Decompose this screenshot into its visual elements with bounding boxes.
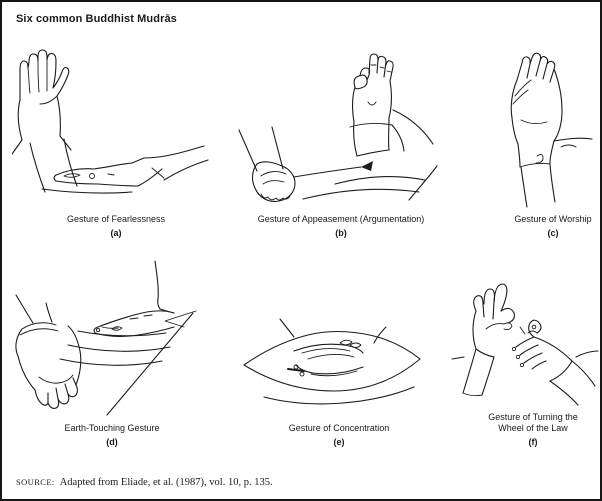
mudra-caption-letter: (a)	[110, 228, 122, 238]
mudra-caption-letter: (f)	[528, 437, 538, 447]
panel-caption-b: Gesture of Appeasement (Argumentation) (…	[231, 214, 451, 239]
source-label: SOURCE:	[16, 477, 55, 487]
mudra-caption-text: Gesture of Worship	[514, 214, 592, 224]
mudra-caption-letter: (d)	[106, 437, 118, 447]
panel-caption-f: Gesture of Turning the Wheel of the Law …	[463, 412, 600, 448]
mudra-caption-text: Gesture of Turning the Wheel of the Law	[488, 412, 578, 433]
resting-fist	[238, 126, 296, 202]
vitarka-mudra-illustration	[238, 53, 438, 202]
hanging-earth-touching-hand	[15, 294, 82, 409]
body-and-lap-lines	[293, 109, 438, 201]
left-wheel-hand	[451, 283, 515, 397]
panel-caption-a: Gesture of Fearlessness (a)	[16, 214, 216, 239]
pressed-palms	[510, 52, 593, 208]
mudra-caption-letter: (b)	[335, 228, 347, 238]
panel-caption-e: Gesture of Concentration (e)	[239, 423, 439, 448]
open-lap-hand	[41, 145, 209, 194]
bhumisparsha-mudra-illustration	[15, 260, 197, 416]
hand-on-knee	[93, 260, 175, 337]
mudra-caption-letter: (e)	[333, 437, 345, 447]
mudra-caption-text: Gesture of Fearlessness	[66, 214, 166, 224]
mudra-caption-text: Gesture of Concentration	[288, 423, 390, 433]
raised-vitarka-hand	[349, 53, 405, 157]
source-text: Adapted from Eliade, et al. (1987), vol.…	[59, 477, 273, 488]
mudra-caption-text: Gesture of Appeasement (Argumentation)	[257, 214, 425, 224]
figure-title: Six common Buddhist Mudrās	[16, 13, 177, 25]
raised-open-hand	[12, 49, 78, 193]
source-line: SOURCE: Adapted from Eliade, et al. (1987…	[16, 477, 273, 488]
right-wheel-hand	[511, 319, 599, 406]
panel-caption-d: Earth-Touching Gesture (d)	[12, 423, 212, 448]
abhaya-mudra-illustration	[12, 49, 209, 194]
mudra-caption-letter: (c)	[547, 228, 559, 238]
anjali-mudra-illustration	[510, 52, 593, 208]
panel-caption-c: Gesture of Worship (c)	[493, 214, 600, 239]
stacked-lap-hands	[243, 318, 421, 405]
lap-and-leg-lines	[59, 310, 197, 416]
mudra-caption-text: Earth-Touching Gesture	[64, 423, 160, 433]
dhyana-mudra-illustration	[243, 318, 421, 405]
dharmachakra-mudra-illustration	[451, 283, 599, 406]
